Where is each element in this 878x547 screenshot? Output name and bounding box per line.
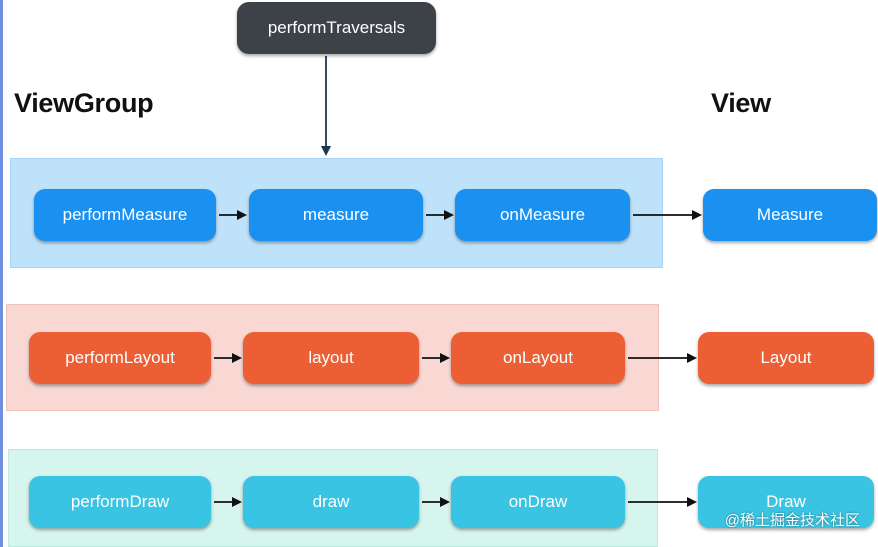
perform-draw-node: performDraw [29, 476, 211, 528]
on-measure-node: onMeasure [455, 189, 630, 241]
view-draw-node: Draw [698, 476, 874, 528]
left-edge-rule [0, 0, 3, 547]
perform-measure-node: performMeasure [34, 189, 216, 241]
view-measure-node: Measure [703, 189, 877, 241]
perform-layout-node: performLayout [29, 332, 211, 384]
perform-traversals-node: performTraversals [237, 2, 436, 54]
on-layout-node: onLayout [451, 332, 625, 384]
viewgroup-heading: ViewGroup [14, 88, 154, 118]
view-layout-node: Layout [698, 332, 874, 384]
draw-node: draw [243, 476, 419, 528]
measure-node: measure [249, 189, 423, 241]
site-watermark: @稀土掘金技术社区 [724, 512, 860, 529]
layout-node: layout [243, 332, 419, 384]
on-draw-node: onDraw [451, 476, 625, 528]
view-heading: View [711, 88, 771, 118]
